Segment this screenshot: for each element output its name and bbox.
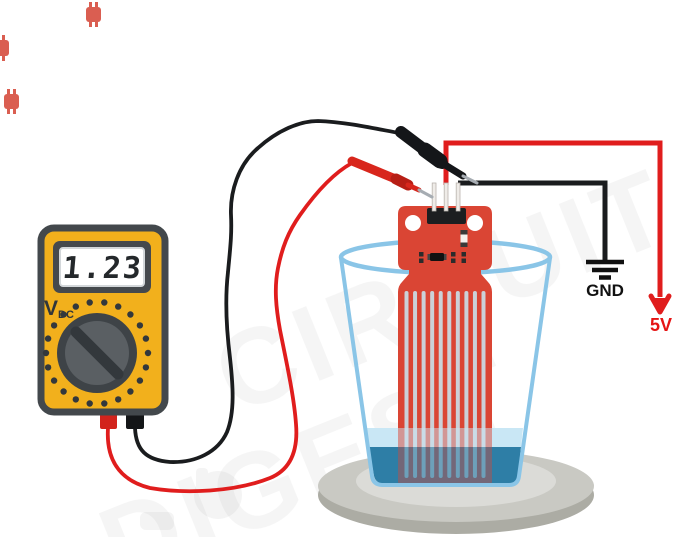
dial-scale-dot [50, 377, 58, 384]
black-jack [126, 413, 144, 429]
dial-scale-dot [42, 349, 50, 357]
dial-scale-dot [101, 400, 108, 407]
arrow-head [654, 298, 666, 312]
dial-scale-dot [127, 311, 134, 318]
red-test-lead [105, 161, 354, 494]
dial-scale-dot [60, 388, 67, 395]
dial-scale-dot [115, 396, 122, 403]
water-level-sensor [398, 206, 492, 487]
dial-scale-dot [44, 335, 52, 342]
multimeter: 1.23 VDC [37, 224, 169, 429]
dial-scale-dot [50, 322, 58, 329]
meter-reading: 1.23 [61, 251, 144, 286]
black-test-lead [133, 119, 401, 464]
dial-scale-dot [72, 396, 80, 403]
gnd-label: GND [586, 281, 624, 300]
dial-dots [42, 299, 152, 407]
red-jack [100, 413, 117, 429]
dial-scale-dot [60, 311, 67, 318]
gnd-wire [458, 180, 608, 260]
dial-scale-dot [115, 303, 122, 310]
ground-symbol-icon [586, 259, 624, 280]
edge-logo-glyphs [0, 2, 101, 114]
dial-scale-dot [72, 303, 80, 310]
dial-scale-dot [144, 349, 152, 357]
dial-scale-dot [136, 322, 144, 329]
header-pins [431, 182, 461, 212]
probe-tip [461, 174, 479, 185]
dial-scale-dot [86, 400, 93, 407]
chip-icon [4, 89, 19, 114]
glass-body [339, 257, 552, 487]
supply-label: 5V [650, 315, 672, 335]
chip-icon [0, 35, 9, 61]
lcd-screen [59, 247, 145, 287]
dial-scale-dot [101, 299, 108, 306]
vdc-unit: V [44, 297, 58, 320]
dial-scale-dot [142, 335, 150, 342]
gnd-connection: GND [458, 180, 624, 300]
dial-scale-dot [127, 388, 134, 395]
probe-tip [417, 188, 434, 199]
pin-header [427, 208, 466, 224]
mounting-hole [467, 215, 483, 231]
black-probe [395, 126, 479, 185]
watermark-logo-glyph [140, 468, 242, 530]
dial-scale-dot [44, 364, 52, 371]
mounting-hole [405, 215, 421, 231]
smd-components [419, 230, 468, 263]
dial-scale-dot [142, 364, 150, 371]
chip-icon [86, 2, 101, 27]
red-probe [347, 156, 434, 199]
dial-pointer [70, 326, 124, 380]
dial-scale-dot [136, 377, 144, 384]
dial-scale-dot [86, 299, 93, 306]
